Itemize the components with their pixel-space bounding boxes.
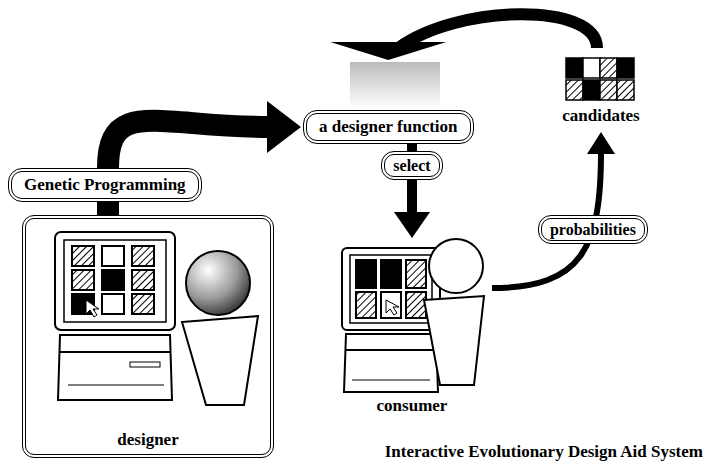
node-label: a designer function xyxy=(319,117,458,137)
connector-line xyxy=(108,121,269,168)
consumer-figure-box: consumer xyxy=(332,238,492,420)
connector xyxy=(108,202,109,215)
node-label: designer xyxy=(26,430,270,450)
designer-frame: designer xyxy=(22,215,274,458)
node-label: consumer xyxy=(332,396,492,416)
connector xyxy=(492,132,615,288)
connector xyxy=(330,14,597,60)
arrowhead xyxy=(330,42,446,60)
designer-computer xyxy=(55,232,175,400)
consumer-figure xyxy=(424,239,484,385)
fade-band xyxy=(350,62,440,108)
caption: Interactive Evolutionary Design Aid Syst… xyxy=(385,442,703,462)
edge-label: select xyxy=(381,151,442,180)
arrowhead xyxy=(394,212,430,238)
candidates-pattern xyxy=(566,58,634,100)
edge-label: probabilities xyxy=(538,215,648,244)
node-label: Genetic Programming xyxy=(24,175,186,195)
process-box: a designer function xyxy=(303,110,474,144)
connector-line xyxy=(97,202,119,215)
arrowhead xyxy=(267,101,301,153)
candidates-box: candidates xyxy=(548,48,654,130)
arrowhead xyxy=(587,132,615,154)
designer-figure xyxy=(182,251,258,405)
node-label: candidates xyxy=(548,106,654,126)
consumer-computer xyxy=(342,248,440,392)
connector xyxy=(108,101,301,168)
process-box: Genetic Programming xyxy=(8,168,202,202)
